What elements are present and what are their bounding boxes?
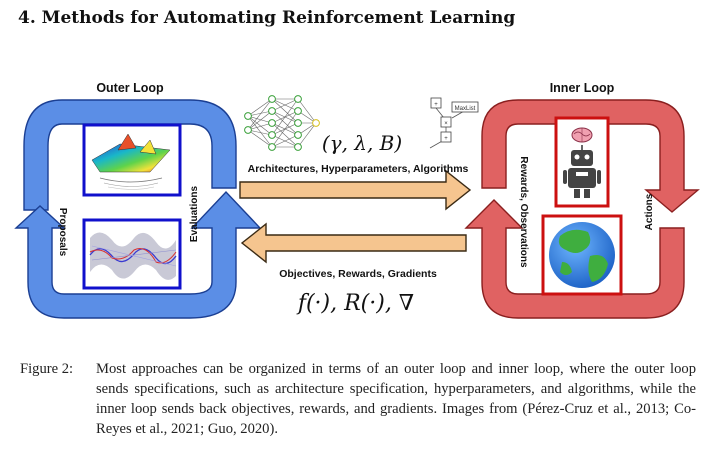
specification-arrow [239, 169, 472, 211]
automation-figure: Outer Loop Proposals Evaluations Inner L… [14, 81, 700, 319]
rewards-observations-label: Rewards, Observations [518, 156, 529, 268]
proposals-label: Proposals [57, 208, 68, 257]
robot-icon [563, 145, 601, 198]
gaussian-process-plot-image [82, 218, 182, 290]
caption-text: Most approaches can be organized in term… [96, 361, 696, 437]
objective-formula: f(·), R(·), ∇ [296, 291, 414, 316]
brain-icon [571, 127, 593, 143]
outer-loop-title: Outer Loop [96, 81, 164, 95]
bottom-arrow-label: Objectives, Rewards, Gradients [279, 268, 437, 280]
top-arrow-label: Architectures, Hyperparameters, Algorith… [248, 163, 469, 175]
algorithm-node-4: + [444, 136, 448, 142]
outer-loop-ring [14, 99, 262, 319]
actions-label: Actions [644, 193, 655, 230]
surface-plot-image [82, 123, 182, 197]
inner-loop-title: Inner Loop [550, 81, 615, 95]
algorithm-graph: + MaxList × + [429, 97, 479, 149]
neural-network-diagram [244, 95, 320, 151]
algorithm-node-1: + [434, 102, 438, 108]
robot-agent-image [554, 116, 610, 208]
earth-icon [549, 222, 615, 288]
feedback-arrow [240, 222, 467, 264]
algorithm-node-3: × [444, 121, 448, 127]
section-number: 4. [18, 8, 36, 28]
earth-environment-image [541, 214, 623, 296]
section-heading: 4. Methods for Automating Reinforcement … [18, 8, 515, 28]
section-title: Methods for Automating Reinforcement Lea… [41, 8, 516, 28]
algorithm-node-2: MaxList [455, 106, 476, 112]
evaluations-label: Evaluations [189, 186, 200, 243]
hyperparameter-formula: (γ, λ, B) [322, 131, 402, 155]
figure-caption: Figure 2: Most approaches can be organiz… [20, 359, 696, 439]
caption-label: Figure 2: [20, 361, 74, 377]
